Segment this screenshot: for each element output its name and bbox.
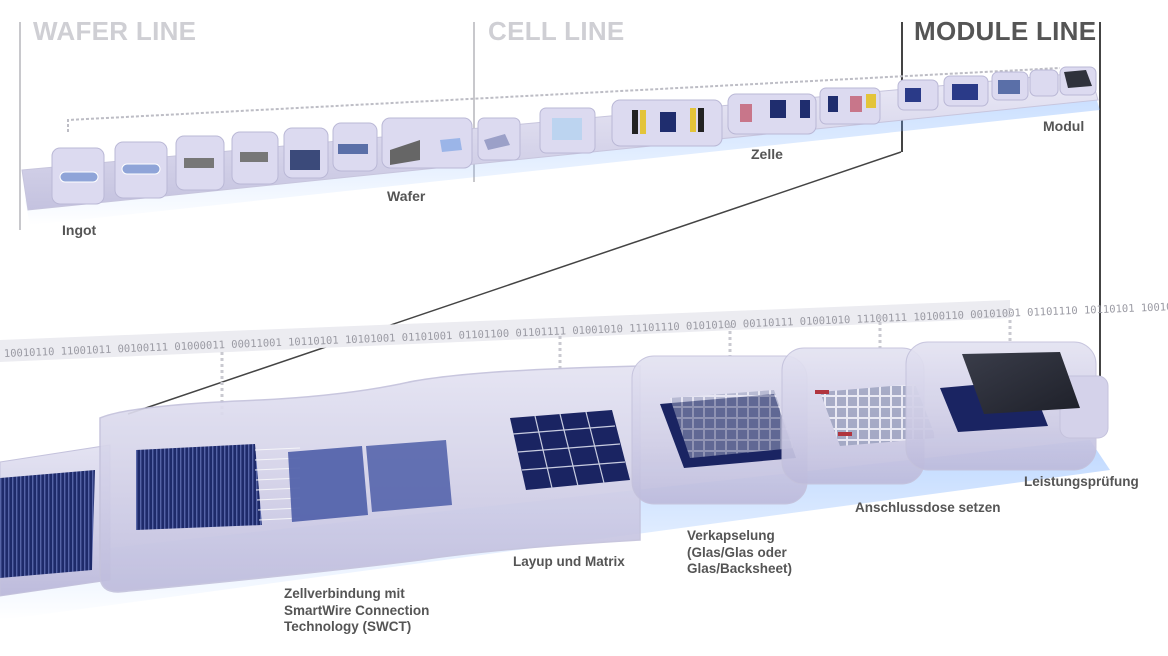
zoom-line-left	[127, 151, 902, 415]
wafer-line-title: WAFER LINE	[33, 16, 197, 46]
step-encapsulation-line-2: (Glas/Glas oder	[687, 544, 787, 560]
binary-strip	[0, 300, 1010, 362]
cell-stringer-1	[136, 444, 262, 530]
wafer-line-divider	[19, 22, 21, 230]
cell-stringer-2	[288, 446, 368, 522]
cell-line-title: CELL LINE	[488, 16, 625, 46]
step-encapsulation-line-1: Verkapselung	[687, 528, 775, 543]
encapsulation-panel	[670, 390, 794, 458]
step-encapsulation-line-3: Glas/Backsheet)	[687, 561, 793, 576]
label-zelle: Zelle	[751, 146, 783, 162]
step-stringing-line-3: Technology (SWCT)	[284, 619, 412, 634]
cell-stringer-3	[366, 440, 452, 512]
module-line-divider-right	[1099, 22, 1101, 390]
step-encapsulation-label: Verkapselung (Glas/Glas oder Glas/Backsh…	[687, 528, 792, 578]
overview-line	[21, 66, 1100, 225]
cell-line-divider	[473, 22, 475, 182]
wafer-stations	[51, 117, 473, 205]
power-test-panel	[962, 352, 1080, 414]
junction-box-1	[815, 390, 829, 394]
step-stringing-line-1: Zellverbindung mit	[284, 586, 405, 601]
step-junction-box-label: Anschlussdose setzen	[855, 500, 1001, 517]
layup-matrix	[510, 410, 630, 490]
label-wafer: Wafer	[387, 188, 426, 204]
detail-line: 10010110 11001011 00100111 01000011 0001…	[0, 298, 1168, 620]
step-power-test-label: Leistungsprüfung	[1024, 474, 1139, 491]
step-layup-label: Layup und Matrix	[513, 554, 625, 571]
label-ingot: Ingot	[62, 222, 97, 238]
step-stringing-line-2: SmartWire Connection	[284, 602, 430, 618]
step-stringing-label: Zellverbindung mit SmartWire Connection …	[284, 586, 429, 636]
cell-stations	[477, 87, 881, 161]
step-junction-box-line-1: Anschlussdose setzen	[855, 500, 1001, 515]
module-stations	[897, 66, 1097, 111]
overview-data-line	[67, 67, 1061, 132]
step-power-test-line-1: Leistungsprüfung	[1024, 474, 1139, 489]
step-layup-line-1: Layup und Matrix	[513, 554, 625, 569]
label-modul: Modul	[1043, 118, 1085, 134]
junction-box-2	[838, 432, 852, 436]
cell-incoming	[0, 470, 95, 578]
module-line-title: MODULE LINE	[914, 16, 1097, 46]
